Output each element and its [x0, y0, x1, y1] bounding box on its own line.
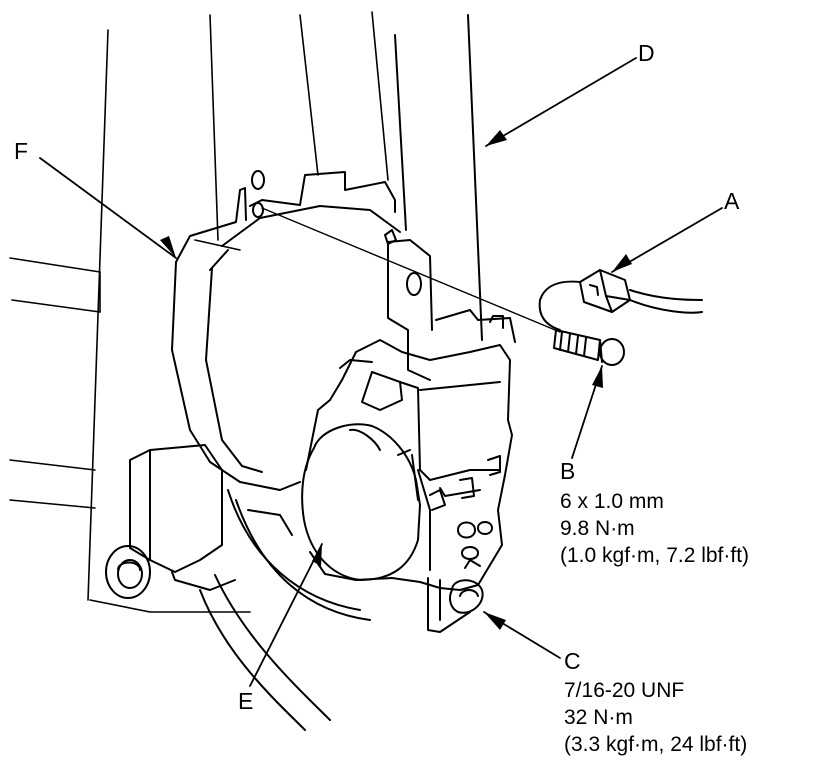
arrowhead-e — [312, 544, 322, 566]
mounting-tab — [261, 207, 561, 381]
spec-b-size: 6 x 1.0 mm — [560, 490, 664, 513]
connector-a — [538, 269, 703, 331]
belt-webbing — [394, 14, 483, 341]
bolt-b — [553, 329, 625, 366]
callout-d: D — [638, 40, 655, 66]
retractor-housing — [305, 339, 513, 591]
body-panel — [9, 11, 389, 613]
arrowhead-b — [592, 366, 603, 388]
spec-b-torque: 9.8 N·m — [560, 517, 635, 540]
spec-c-torque-alt: (3.3 kgf·m, 24 lbf·ft) — [564, 733, 748, 756]
arrowhead-a — [612, 254, 632, 272]
spec-c: 7/16-20 UNF 32 N·m (3.3 kgf·m, 24 lbf·ft… — [564, 677, 747, 758]
callout-a: A — [724, 188, 740, 214]
lower-bracket — [105, 444, 371, 731]
leader-d — [485, 57, 637, 147]
arrowhead-f — [160, 236, 176, 258]
lower-bracket-tab — [427, 559, 484, 633]
spec-c-size: 7/16-20 UNF — [564, 679, 685, 702]
callout-b: B — [560, 458, 576, 484]
leader-f — [39, 157, 177, 259]
callout-e: E — [238, 688, 254, 714]
leader-e — [249, 543, 323, 687]
arrowhead-d — [486, 130, 507, 146]
spec-c-torque: 32 N·m — [564, 706, 633, 729]
callout-f: F — [14, 138, 29, 164]
arrowheads — [160, 130, 632, 630]
spec-b-torque-alt: (1.0 kgf·m, 7.2 lbf·ft) — [560, 544, 750, 567]
arrowhead-c — [484, 612, 506, 630]
callout-c: C — [564, 648, 581, 674]
motor-cover — [301, 423, 421, 581]
trim-panel — [171, 170, 401, 491]
spec-b: 6 x 1.0 mm 9.8 N·m (1.0 kgf·m, 7.2 lbf·f… — [560, 488, 749, 569]
